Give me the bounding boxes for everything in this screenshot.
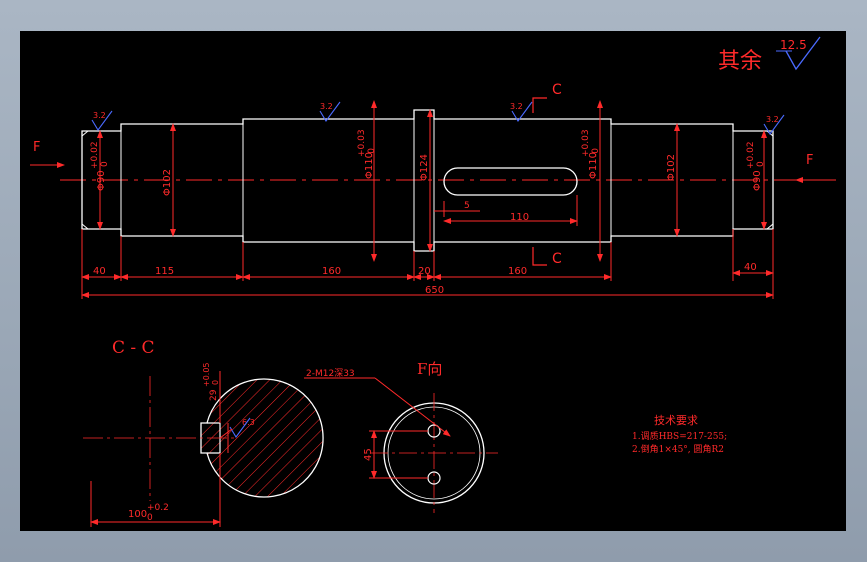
svg-text:Φ102: Φ102 — [162, 169, 173, 196]
length-dims — [81, 229, 774, 299]
view-f-title: F向 — [417, 360, 442, 378]
roughness-other: 其余 12.5 — [718, 36, 821, 74]
svg-text:Φ102: Φ102 — [666, 154, 677, 181]
section-mark-top-label: C — [552, 82, 562, 98]
svg-text:+0.03: +0.03 — [357, 129, 367, 157]
roughness-other-label: 其余 — [718, 49, 762, 74]
svg-text:0: 0 — [756, 161, 766, 167]
roughness-other-symbol — [785, 36, 821, 71]
keyway-length: 110 — [510, 212, 529, 223]
roughness-mark-4: 3.2 — [763, 114, 785, 135]
section-mark-bottom: C — [532, 247, 562, 267]
svg-text:+0.2: +0.2 — [147, 503, 169, 513]
svg-text:Φ90: Φ90 — [752, 170, 763, 191]
svg-text:0: 0 — [147, 513, 153, 523]
svg-text:Φ124: Φ124 — [419, 154, 430, 181]
view-arrow-left-label: F — [33, 140, 40, 155]
diameter-102-left: Φ102 — [162, 169, 173, 196]
svg-text:Φ110: Φ110 — [364, 152, 375, 179]
view-arrow-right-label: F — [806, 153, 813, 168]
svg-text:100: 100 — [128, 509, 147, 520]
svg-text:3.2: 3.2 — [93, 111, 106, 120]
view-f: F向 2-M12深33 45 — [304, 360, 498, 513]
view-f-spacing: 45 — [363, 448, 374, 461]
roughness-mark-1: 3.2 — [91, 110, 113, 131]
svg-text:+0.05: +0.05 — [202, 362, 211, 387]
tech-requirements: 技术要求 1.调质HBS=217-255; 2.倒角1×45°, 圆角R2 — [632, 414, 727, 455]
svg-text:Φ110: Φ110 — [588, 152, 599, 179]
view-arrow-right: F — [795, 153, 836, 183]
keyway-dims: 5 110 — [434, 195, 578, 226]
roughness-mark-3: 3.2 — [510, 101, 533, 122]
diameter-right-end: Φ90 +0.02 0 — [746, 141, 766, 191]
svg-text:+0.02: +0.02 — [90, 141, 100, 169]
roughness-mark-2: 3.2 — [319, 101, 341, 122]
tech-requirements-title: 技术要求 — [654, 414, 698, 427]
section-cc-width: 100 +0.2 0 — [128, 503, 169, 523]
length-seg6: 40 — [744, 262, 757, 273]
svg-text:+0.03: +0.03 — [581, 129, 591, 157]
length-seg1: 40 — [93, 266, 106, 277]
length-seg2: 115 — [155, 266, 174, 277]
tech-requirement-2: 2.倒角1×45°, 圆角R2 — [632, 443, 724, 455]
svg-text:0: 0 — [100, 161, 110, 167]
roughness-other-value: 12.5 — [780, 38, 807, 52]
cad-drawing: 其余 12.5 F F — [30, 36, 836, 527]
svg-text:-0: -0 — [591, 148, 601, 157]
view-f-hole-note: 2-M12深33 — [306, 368, 355, 379]
svg-text:-0: -0 — [367, 148, 377, 157]
diameter-124: Φ124 — [419, 154, 430, 181]
section-mark-top: C — [532, 82, 562, 113]
section-mark-bottom-label: C — [552, 251, 562, 267]
diameter-110-left: Φ110 +0.03 -0 — [357, 129, 377, 179]
svg-text:Φ90: Φ90 — [96, 170, 107, 191]
length-seg3: 160 — [322, 266, 341, 277]
length-seg4: 20 — [418, 266, 431, 277]
length-seg5: 160 — [508, 266, 527, 277]
drawing-sheet: 其余 12.5 F F — [20, 31, 846, 531]
diameter-dim-lines — [97, 100, 767, 262]
svg-text:3.2: 3.2 — [766, 115, 779, 124]
diameter-110-right: Φ110 +0.03 -0 — [581, 129, 601, 179]
section-cc-title: C - C — [112, 338, 155, 358]
svg-text:3.2: 3.2 — [510, 102, 523, 111]
svg-text:+0.02: +0.02 — [746, 141, 756, 169]
diameter-102-right: Φ102 — [666, 154, 677, 181]
section-cc-roughness: 6.3 — [242, 418, 255, 427]
svg-text:29: 29 — [209, 389, 219, 401]
keyway-offset: 5 — [464, 201, 470, 211]
section-cc: C - C 29 +0.05 0 6.3 100 +0.2 0 — [83, 338, 324, 527]
length-total: 650 — [425, 285, 444, 296]
section-cc-depth: 29 +0.05 0 — [202, 362, 220, 401]
diameter-left-end: Φ90 +0.02 0 — [90, 141, 110, 191]
svg-text:3.2: 3.2 — [320, 102, 333, 111]
svg-text:0: 0 — [211, 380, 220, 385]
section-cc-hatched-disk — [200, 378, 324, 498]
view-arrow-left: F — [30, 140, 65, 168]
tech-requirement-1: 1.调质HBS=217-255; — [632, 430, 727, 442]
keyway-slot — [443, 167, 578, 196]
